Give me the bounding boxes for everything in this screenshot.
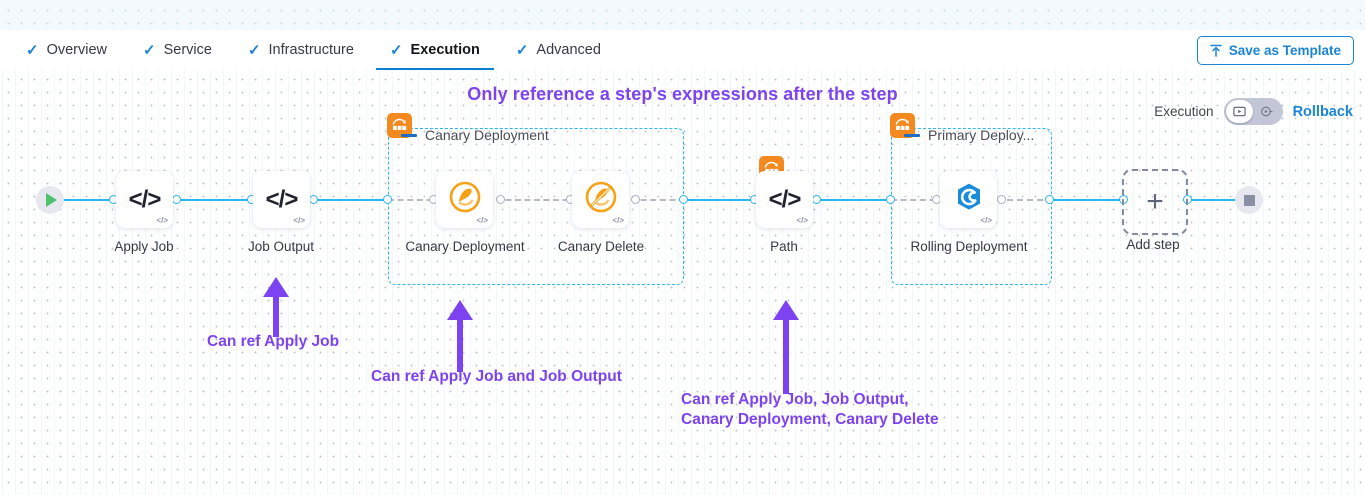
connector [172, 199, 254, 201]
up-arrow-icon [773, 300, 799, 394]
connector-dashed [891, 199, 945, 201]
collapse-group-icon[interactable] [904, 133, 920, 137]
plus-icon: + [1146, 185, 1164, 218]
play-circle-icon[interactable] [1253, 100, 1281, 123]
step-group-label: Primary Deploy... [928, 127, 1035, 143]
step-node-canary-delete[interactable]: </> [572, 171, 629, 228]
connector [812, 199, 894, 201]
step-label-job-output: Job Output [247, 239, 315, 254]
connector-dot [1045, 195, 1054, 204]
save-as-template-label: Save as Template [1228, 42, 1341, 58]
play-triangle-icon [46, 193, 57, 207]
tab-overview[interactable]: ✓ Overview [12, 30, 121, 70]
code-badge-icon: </> [156, 216, 168, 225]
annotation-apply-job: Can ref Apply Job [207, 333, 340, 350]
connector-dot [496, 195, 505, 204]
annotation-path: Can ref Apply Job, Job Output, Canary De… [681, 391, 939, 428]
step-label-canary-delete: Canary Delete [557, 239, 645, 254]
annotation-canary-deployment: Can ref Apply Job and Job Output [371, 368, 622, 385]
connector-dot [886, 195, 895, 204]
top-dotted-strip [0, 0, 1365, 30]
execution-rollback-toggle-group: Execution Rollback [1154, 98, 1353, 125]
code-icon: </> [265, 185, 299, 213]
connector [1183, 199, 1245, 201]
step-group-title: Canary Deployment [401, 127, 549, 143]
code-icon: </> [128, 185, 162, 213]
start-node[interactable] [36, 186, 64, 214]
check-icon: ✓ [26, 41, 39, 59]
up-arrow-icon [263, 277, 289, 337]
save-as-template-button[interactable]: Save as Template [1196, 35, 1354, 65]
code-icon: </> [768, 185, 802, 213]
add-step-label: Add step [1126, 237, 1180, 252]
step-node-rolling-deployment[interactable]: </> [940, 171, 997, 228]
canary-delete-icon [584, 180, 618, 219]
step-label-path: Path [770, 239, 798, 254]
stage-tabbar: ✓ Overview ✓ Service ✓ Infrastructure ✓ … [0, 30, 1365, 71]
tab-label: Advanced [536, 42, 601, 58]
up-arrow-icon [447, 300, 473, 372]
connector-dashed [997, 199, 1053, 201]
collapse-group-icon[interactable] [401, 133, 417, 137]
connector-dashed [388, 199, 442, 201]
execution-rollback-switch[interactable] [1223, 98, 1283, 125]
step-node-path[interactable]: </> </> [756, 171, 813, 228]
connector-dashed [496, 199, 578, 201]
pipeline-graph: Canary Deployment Primary Deploy... [0, 70, 1365, 495]
code-badge-icon: </> [612, 216, 624, 225]
connector-dot [309, 195, 318, 204]
tab-service[interactable]: ✓ Service [129, 30, 226, 70]
rollback-link[interactable]: Rollback [1292, 103, 1353, 120]
connector [680, 199, 760, 201]
check-icon: ✓ [247, 41, 261, 59]
step-node-job-output[interactable]: </> </> [253, 171, 310, 228]
headline-note: Only reference a step's expressions afte… [467, 84, 898, 104]
connector-dashed [631, 199, 685, 201]
upload-icon [1209, 44, 1222, 57]
connector [62, 199, 117, 201]
tab-advanced[interactable]: ✓ Advanced [502, 30, 615, 70]
step-label-apply-job: Apply Job [114, 239, 174, 254]
code-badge-icon: </> [796, 216, 808, 225]
connector [309, 199, 391, 201]
connector-dot [383, 195, 392, 204]
check-icon: ✓ [143, 41, 156, 59]
code-badge-icon: </> [980, 216, 992, 225]
check-icon: ✓ [389, 41, 403, 59]
pipeline-canvas[interactable]: Only reference a step's expressions afte… [0, 70, 1365, 495]
step-label-rolling-deployment: Rolling Deployment [910, 239, 1028, 254]
tab-infrastructure[interactable]: ✓ Infrastructure [234, 30, 368, 70]
connector [1049, 199, 1127, 201]
step-node-apply-job[interactable]: </> </> [116, 171, 173, 228]
step-label-canary-deployment: Canary Deployment [405, 239, 525, 254]
connector-dot [631, 195, 640, 204]
step-group-canary-deployment[interactable]: Canary Deployment [387, 113, 684, 285]
tab-execution[interactable]: ✓ Execution [375, 30, 494, 71]
step-group-title: Primary Deploy... [904, 127, 1034, 143]
stop-square-icon [1243, 194, 1255, 206]
add-step-button[interactable]: + [1122, 169, 1188, 235]
connector-dot [997, 195, 1006, 204]
connector-dot [679, 195, 688, 204]
execution-label: Execution [1154, 104, 1214, 119]
step-node-canary-deployment[interactable]: </> [436, 171, 493, 228]
step-group-label: Canary Deployment [425, 127, 549, 143]
tab-label: Service [163, 42, 212, 58]
tab-label: Infrastructure [268, 42, 354, 58]
connector-dot [812, 195, 821, 204]
check-icon: ✓ [515, 41, 529, 59]
code-badge-icon: </> [476, 216, 488, 225]
end-node[interactable] [1235, 186, 1263, 214]
code-badge-icon: </> [293, 216, 305, 225]
tab-label: Execution [410, 42, 480, 58]
play-box-icon[interactable] [1225, 100, 1253, 123]
tab-label: Overview [46, 42, 108, 58]
connector-dot [172, 195, 181, 204]
rolling-deployment-icon [953, 181, 985, 218]
canary-icon [448, 180, 482, 219]
